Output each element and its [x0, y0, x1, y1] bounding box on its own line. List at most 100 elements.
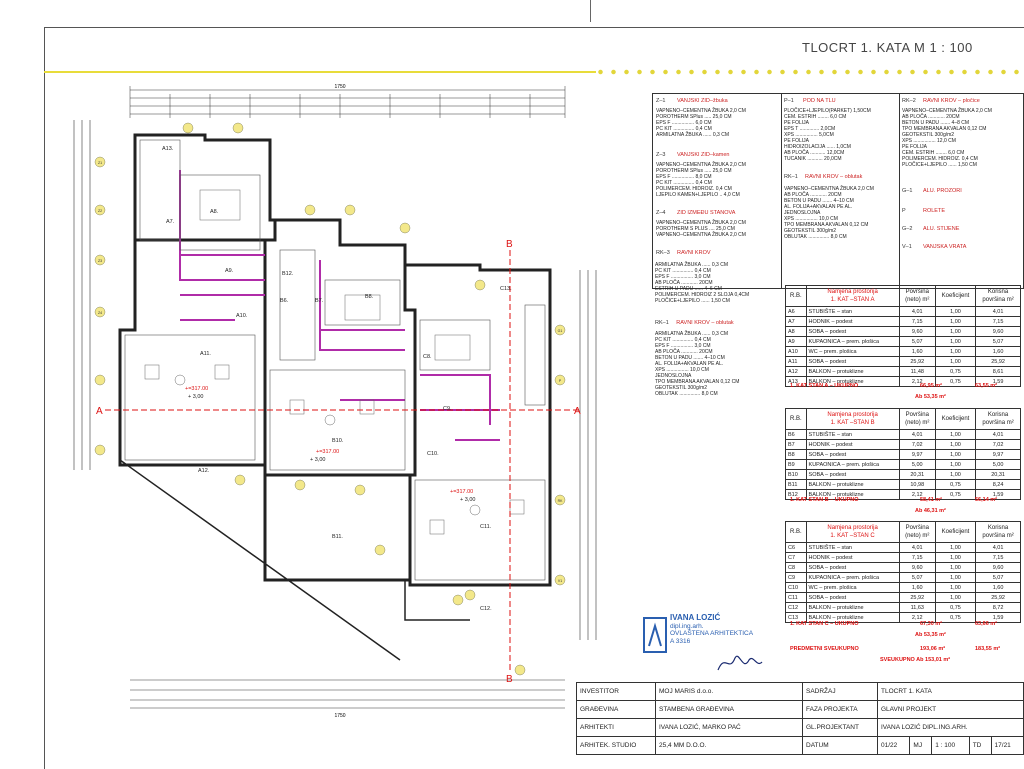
studio-label: ARHITEK. STUDIO — [576, 736, 656, 755]
stamp-role: OVLAŠTENA ARHITEKTICA — [670, 630, 754, 637]
stan-a-total-label: 1. KAT STAN A – UKUPNO — [790, 383, 859, 389]
table-cell: 1,60 — [975, 582, 1021, 593]
table-cell: 1,00 — [934, 542, 977, 553]
table-cell: 1,59 — [975, 612, 1021, 623]
grand-total-useful: 183,55 m² — [975, 646, 1001, 652]
stan-c-total-net: 67,30 m² — [920, 621, 943, 627]
tag-z1: Z1 — [98, 161, 102, 165]
table-cell: 9,97 — [975, 449, 1021, 460]
sadrzaj-label: SADRŽAJ — [802, 682, 878, 701]
table-cell: C12 — [785, 602, 807, 613]
grand-total-sub: SVEUKUPNO Ab 153,01 m² — [880, 657, 951, 663]
rk2-body: VAPNENO–CEMENTNA ŽBUKA 2,0 CM AB PLOČA .… — [902, 108, 992, 168]
section-lines — [105, 250, 580, 670]
room-b8: B8. — [365, 294, 374, 300]
room-a10: A10. — [236, 313, 248, 319]
room-b10: B10. — [332, 438, 344, 444]
arhitekti-value: IVANA LOZIĆ, MARKO PAĆ — [655, 718, 803, 737]
table-cell: 9,97 — [898, 449, 936, 460]
z4-body: VAPNENO–CEMENTNA ŽBUKA 2,0 CM POROTHERM … — [656, 220, 746, 238]
table-cell: 0,75 — [934, 489, 977, 500]
title-block: INVESTITOR MOJ MARIS d.o.o. SADRŽAJ TLOC… — [576, 682, 1024, 768]
level-b-sub: +=317.00 — [316, 449, 339, 455]
dim-total-bottom: 1750 — [334, 713, 345, 719]
floor-plan: 1750 1750 — [73, 84, 597, 719]
table-cell: 25,92 — [975, 592, 1021, 603]
table-cell: 1,00 — [934, 336, 977, 347]
sheet-title: TLOCRT 1. KATA M 1 : 100 — [802, 40, 973, 55]
p-code: P — [902, 208, 906, 214]
table-cell: 9,60 — [975, 326, 1021, 337]
level-a-sub: +=317.00 — [185, 386, 208, 392]
table-cell: 1,60 — [898, 346, 936, 357]
table-cell: B9 — [785, 459, 807, 470]
table-cell: 0,75 — [934, 602, 977, 613]
table-header-cell: R.B. — [785, 285, 807, 307]
stan-b-total-net: 58,41 m² — [920, 497, 943, 503]
p1-head: POD NA TLU — [803, 98, 836, 104]
table-cell: 0,75 — [934, 376, 977, 387]
z1-head: VANJSKI ZID–žbuka — [677, 98, 728, 104]
table-header-cell: Korisna površina m² — [975, 408, 1021, 430]
z3-head: VANJSKI ZID–kamen — [677, 152, 730, 158]
table-cell: 1,60 — [975, 346, 1021, 357]
table-cell: 5,07 — [898, 336, 936, 347]
table-cell: 1,00 — [934, 552, 977, 563]
stan-a-total-net: 66,95 m² — [920, 383, 943, 389]
table-cell: 4,01 — [975, 306, 1021, 317]
stan-c-total-label: 1. KAT STAN C – UKUPNO — [790, 621, 859, 627]
table-header-cell: Korisna površina m² — [975, 521, 1021, 543]
table-cell: HODNIK – podest — [805, 552, 900, 563]
table-cell: B8 — [785, 449, 807, 460]
gradevina-value: STAMBENA GRAĐEVINA — [655, 700, 803, 719]
table-cell: KUPAONICA – prem. plošica — [805, 336, 900, 347]
table-cell: 7,02 — [975, 439, 1021, 450]
table-cell: A10 — [785, 346, 807, 357]
table-cell: 20,31 — [898, 469, 936, 480]
table-cell: SOBA – podest — [805, 326, 900, 337]
table-cell: 25,92 — [898, 592, 936, 603]
tag-z4: Z4 — [98, 311, 102, 315]
table-cell: 7,02 — [898, 439, 936, 450]
faza-label: FAZA PROJEKTA — [802, 700, 878, 719]
table-header-cell: Koeficijent — [934, 521, 977, 543]
table-cell: HODNIK – podest — [805, 316, 900, 327]
table-cell: 9,60 — [898, 562, 936, 573]
table-cell: C11 — [785, 592, 807, 603]
rk1-body: ARMILATNA ŽBUKA ...... 0,3 CM PC KIT ...… — [655, 331, 740, 397]
walls — [118, 133, 552, 661]
tag-g1: G1 — [558, 329, 563, 333]
section-a-left: A — [96, 406, 103, 417]
table-cell: 4,01 — [898, 542, 936, 553]
table-cell: 1,00 — [934, 439, 977, 450]
table-cell: KUPAONICA – prem. plošica — [805, 459, 900, 470]
table-header-cell: Površina (neto) m² — [898, 285, 936, 307]
table-header-cell: Namjena prostorija 1. KAT –STAN A — [805, 285, 900, 307]
room-a8: A8. — [210, 209, 219, 215]
table-cell: C9 — [785, 572, 807, 583]
table-cell: 7,15 — [898, 316, 936, 327]
stan-a-sub-total: Ab 53,35 m² — [915, 394, 946, 400]
rk1b-code: RK–1 — [784, 174, 798, 180]
table-cell: 5,00 — [975, 459, 1021, 470]
architect-stamp: IVANA LOZIĆ dipl.ing.arh. OVLAŠTENA ARHI… — [640, 612, 780, 682]
table-cell: 11,63 — [898, 602, 936, 613]
table-cell: C6 — [785, 542, 807, 553]
faza-value: GLAVNI PROJEKT — [877, 700, 1024, 719]
partition-walls — [179, 170, 500, 441]
dimension-lines — [73, 89, 597, 709]
table-cell: 1,00 — [934, 449, 977, 460]
room-a9: A9. — [225, 268, 234, 274]
